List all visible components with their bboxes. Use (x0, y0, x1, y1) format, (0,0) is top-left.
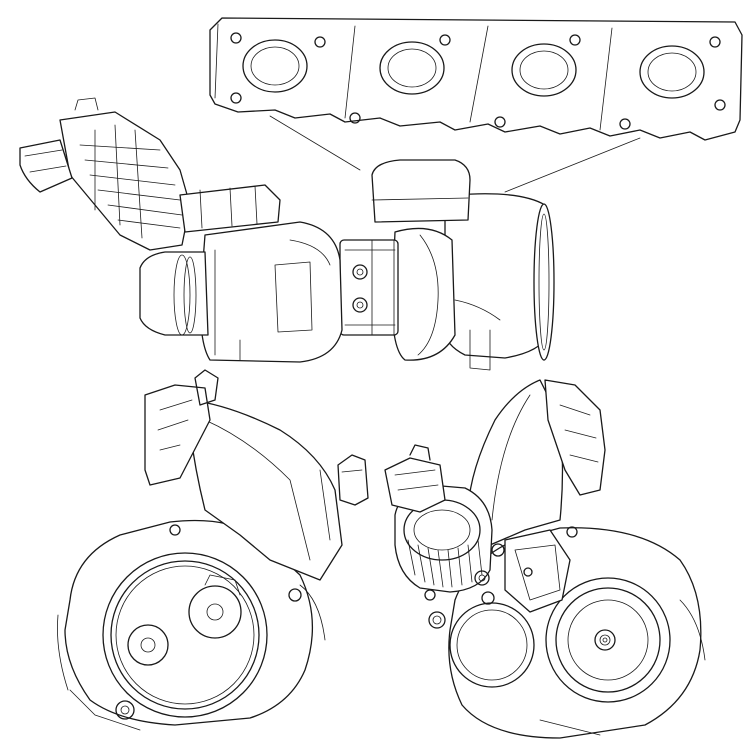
turbocharger-icon (19, 97, 555, 371)
turbocharger-rear-icon (57, 369, 369, 731)
turbocharger-front-icon (384, 379, 706, 739)
manifold-flange-icon (209, 17, 743, 193)
